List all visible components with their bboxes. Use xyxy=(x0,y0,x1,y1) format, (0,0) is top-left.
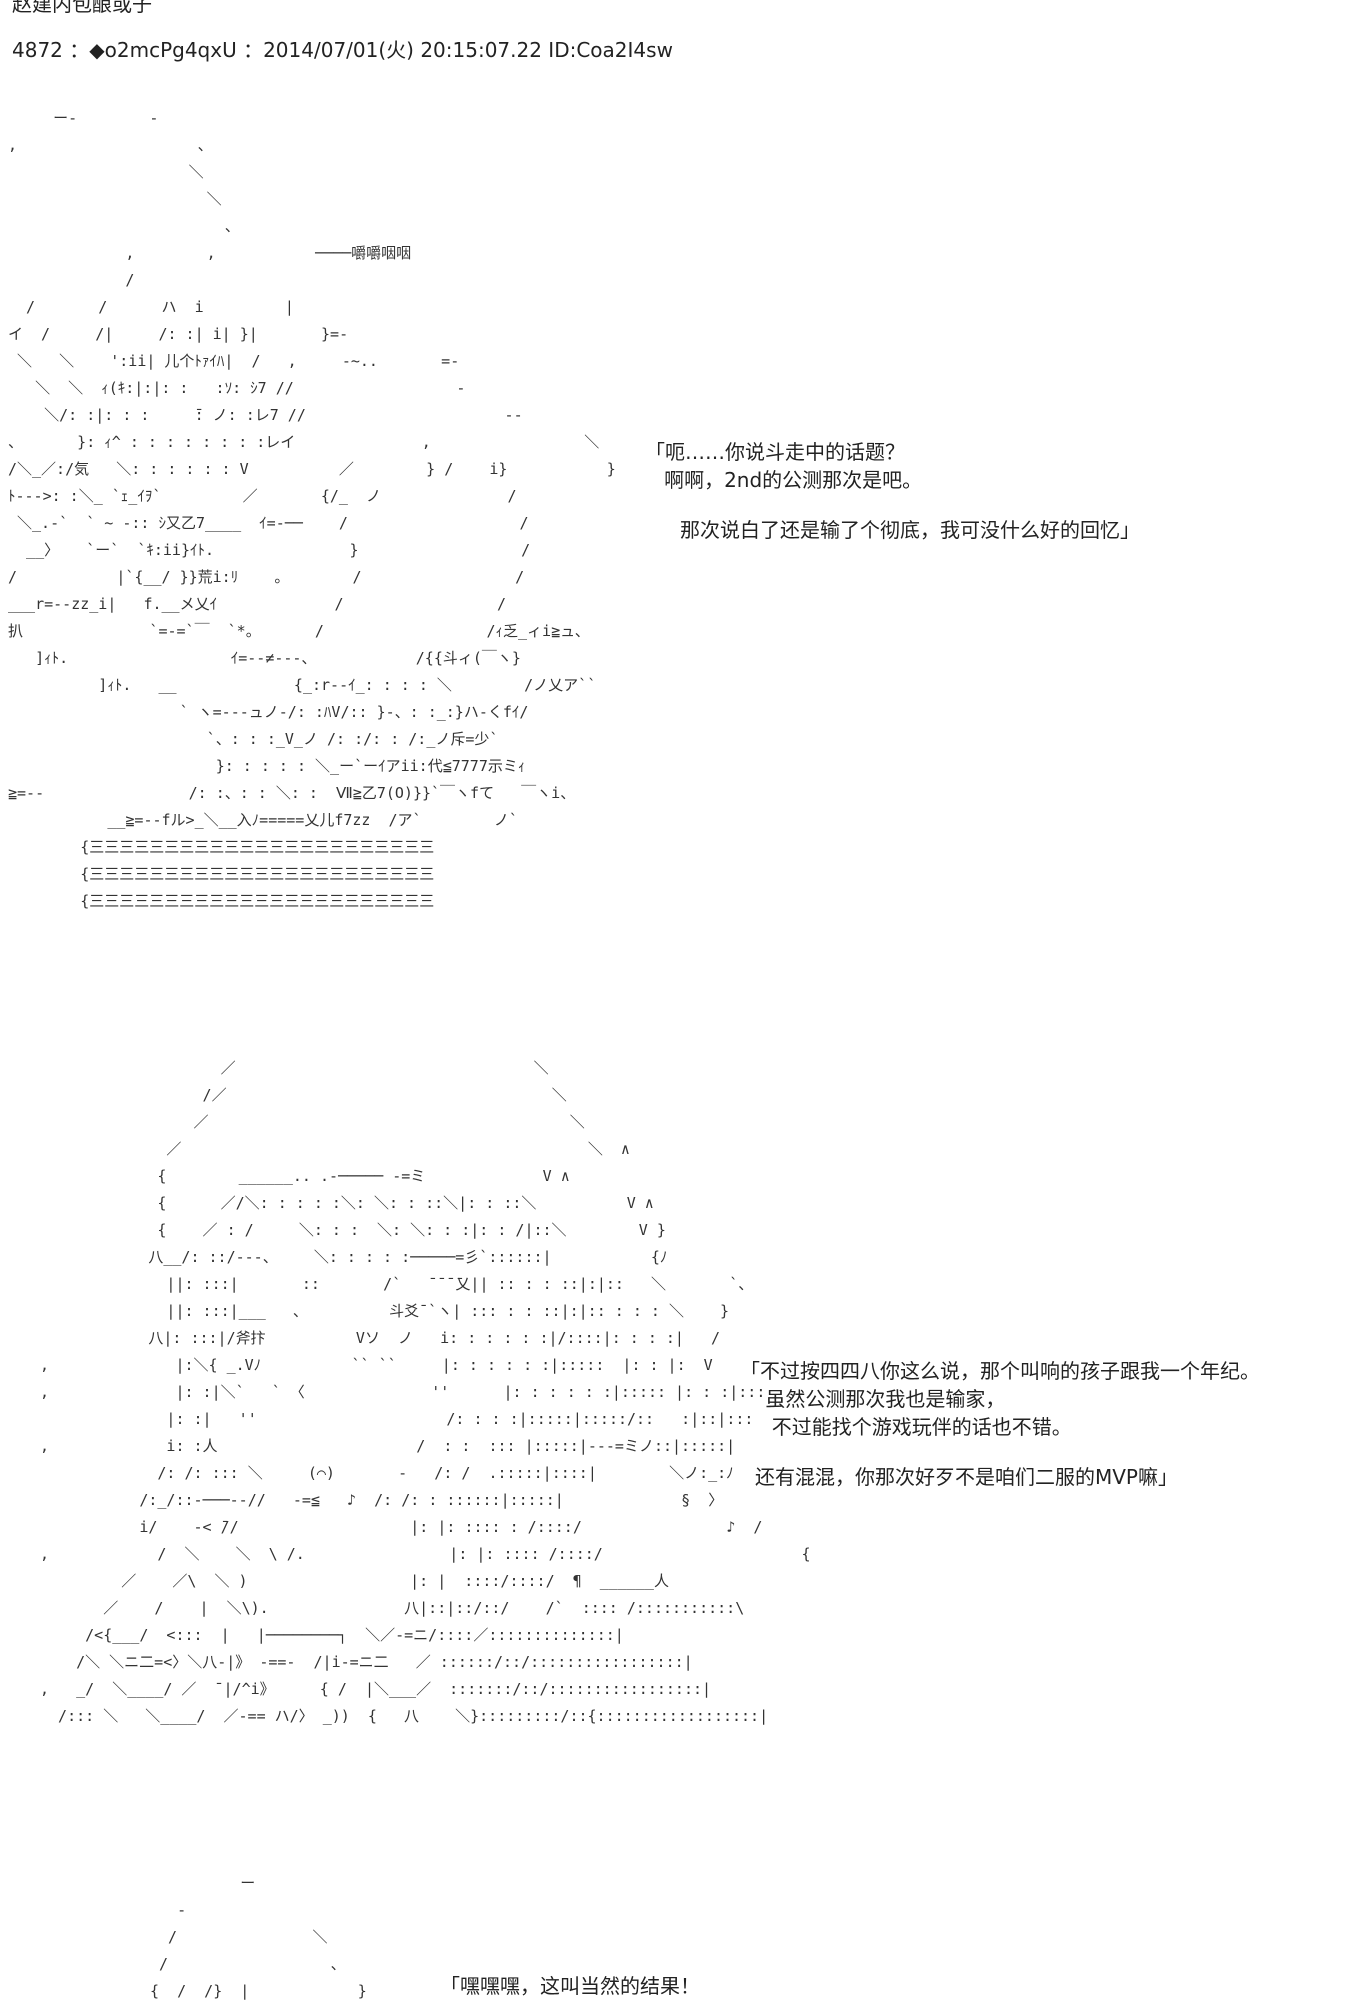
post-header: 4872 ：◆o2mcPg4qxU ：2014/07/01(火) 20:15:0… xyxy=(12,38,673,62)
ascii-art-figure-3: ー - / ＼ / 、 { / /} | } ﾉ|:ﾚ( )| / xyxy=(150,1874,367,2000)
ascii-art-figure-2: ／ ＼ /／ ＼ ／ ＼ ／ xyxy=(40,1059,811,1725)
ascii-art-figure-1: ー- - , 、 ＼ ＼ 、 , , ────嚼嚼咽咽 / / / ハ i | … xyxy=(8,109,616,910)
dialogue-line-1: 「呃……你说斗走中的话题？ 啊啊，2nd的公测那次是吧。 xyxy=(645,440,923,492)
post-title-partial: 赵建内包酿或子 xyxy=(12,0,152,16)
dialogue-line-2: 那次说白了还是输了个彻底，我可没什么好的回忆」 xyxy=(680,518,1140,542)
dialogue-line-5: 「嘿嘿嘿，这叫当然的结果！ xyxy=(440,1974,700,1998)
dialogue-line-4: 还有混混，你那次好歹不是咱们二服的MVP嘛」 xyxy=(755,1465,1178,1489)
dialogue-line-3: 「不过按四四八你这么说，那个叫响的孩子跟我一个年纪。 虽然公测那次我也是输家， … xyxy=(740,1359,1260,1439)
